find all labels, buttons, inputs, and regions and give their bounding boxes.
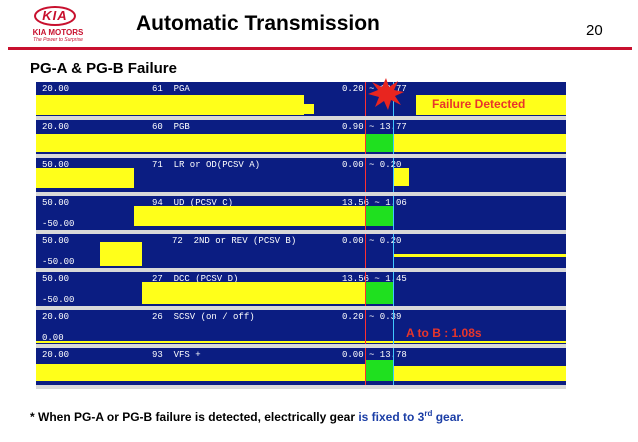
footnote-highlight-end: gear. xyxy=(432,410,464,424)
logo-brand: KIA xyxy=(42,8,68,23)
footnote: * When PG-A or PG-B failure is detected,… xyxy=(30,409,464,424)
signal-trace xyxy=(36,364,365,381)
footnote-text: * When PG-A or PG-B failure is detected,… xyxy=(30,410,359,424)
channel-label: 94 UD (PCSV C) xyxy=(152,198,234,208)
signal-trace xyxy=(416,95,566,115)
cursor-line-a xyxy=(365,348,366,385)
time-range-label: 13.56 ~ 1.06 xyxy=(342,198,407,208)
logo-oval xyxy=(34,6,76,26)
signal-trace xyxy=(100,242,142,266)
cursor-line-a xyxy=(365,310,366,344)
time-range-label: 0.00 ~ 0.20 xyxy=(342,236,402,246)
cursor-line-a xyxy=(365,82,366,116)
waveform-panel: 20.00 61 PGA 0.20 ~ 13.77 Failure Detect… xyxy=(36,82,566,389)
explosion-icon xyxy=(368,78,404,110)
scale-top-label: 50.00 xyxy=(42,236,70,246)
channel-label: 60 PGB xyxy=(152,122,190,132)
footnote-superscript: rd xyxy=(424,409,433,418)
scale-bottom-label: -50.00 xyxy=(42,219,75,229)
signal-trace xyxy=(134,206,365,226)
shift-window xyxy=(365,134,393,152)
cursor-line-b xyxy=(393,120,394,154)
waveform-row-ud: 50.00 -50.00 94 UD (PCSV C) 13.56 ~ 1.06 xyxy=(36,196,566,234)
signal-trace xyxy=(36,95,304,115)
signal-trace xyxy=(393,366,566,381)
cursor-line-b xyxy=(393,234,394,268)
cursor-line-a xyxy=(365,120,366,154)
waveform-row-pga: 20.00 61 PGA 0.20 ~ 13.77 Failure Detect… xyxy=(36,82,566,120)
waveform-row-lr-od: 50.00 -50.00 71 LR or OD(PCSV A) 0.00 ~ … xyxy=(36,158,566,196)
logo-brand-sub: KIA MOTORS xyxy=(32,28,84,37)
cursor-line-b xyxy=(393,272,394,306)
signal-trace xyxy=(36,341,566,343)
signal-trace xyxy=(36,168,134,188)
scale-top-label: 20.00 xyxy=(42,350,70,360)
cursor-line-a xyxy=(365,196,366,230)
cursor-line-a xyxy=(365,272,366,306)
signal-trace xyxy=(393,134,566,152)
scale-top-label: 20.00 xyxy=(42,84,70,94)
signal-trace xyxy=(142,282,365,304)
page-number: 20 xyxy=(586,22,603,39)
scale-top-label: 50.00 xyxy=(42,274,70,284)
cursor-line-b xyxy=(393,158,394,192)
channel-label: 26 SCSV (on / off) xyxy=(152,312,255,322)
scale-top-label: 50.00 xyxy=(42,198,70,208)
time-range-label: 0.00 ~ 0.20 xyxy=(342,160,402,170)
scale-bottom-label: 0.00 xyxy=(42,333,64,343)
signal-trace xyxy=(36,134,365,152)
signal-trace xyxy=(304,104,314,114)
time-range-label: 0.00 ~ 13.78 xyxy=(342,350,407,360)
signal-trace xyxy=(393,254,566,257)
section-subtitle: PG-A & PG-B Failure xyxy=(30,60,177,77)
scale-bottom-label: -50.00 xyxy=(42,295,75,305)
channel-label: 71 LR or OD(PCSV A) xyxy=(152,160,261,170)
waveform-row-2nd-rev: 50.00 -50.00 72 2ND or REV (PCSV B) 0.00… xyxy=(36,234,566,272)
cursor-line-a xyxy=(365,158,366,192)
waveform-row-vfs: 20.00 93 VFS + 0.00 ~ 13.78 xyxy=(36,348,566,385)
waveform-row-dcc: 50.00 -50.00 27 DCC (PCSV D) 13.56 ~ 1.4… xyxy=(36,272,566,310)
time-range-label: 13.56 ~ 1.45 xyxy=(342,274,407,284)
scale-top-label: 50.00 xyxy=(42,160,70,170)
shift-time-label: A to B : 1.08s xyxy=(406,326,482,340)
kia-logo: KIA KIA MOTORS The Power to Surprise xyxy=(8,6,108,46)
shift-window xyxy=(365,360,393,381)
time-range-label: 0.90 ~ 13.77 xyxy=(342,122,407,132)
channel-label: 93 VFS + xyxy=(152,350,201,360)
scale-top-label: 20.00 xyxy=(42,122,70,132)
failure-detected-label: Failure Detected xyxy=(432,97,526,111)
cursor-line-a xyxy=(365,234,366,268)
logo-tagline: The Power to Surprise xyxy=(33,37,83,43)
channel-label: 72 2ND or REV (PCSV B) xyxy=(172,236,297,246)
header-divider xyxy=(8,47,632,50)
signal-trace xyxy=(393,168,409,186)
time-range-label: 0.20 ~ 0.39 xyxy=(342,312,402,322)
scale-top-label: 20.00 xyxy=(42,312,70,322)
footnote-highlight: is fixed to 3 xyxy=(358,410,425,424)
shift-window xyxy=(365,282,393,304)
shift-window xyxy=(365,206,393,226)
channel-label: 61 PGA xyxy=(152,84,190,94)
channel-label: 27 DCC (PCSV D) xyxy=(152,274,239,284)
cursor-line-b xyxy=(393,310,394,344)
waveform-row-pgb: 20.00 60 PGB 0.90 ~ 13.77 xyxy=(36,120,566,158)
waveform-row-scsv: 20.00 0.00 26 SCSV (on / off) 0.20 ~ 0.3… xyxy=(36,310,566,348)
cursor-line-b xyxy=(393,196,394,230)
cursor-line-b xyxy=(393,348,394,385)
slide-title: Automatic Transmission xyxy=(136,12,380,35)
scale-bottom-label: -50.00 xyxy=(42,257,75,267)
